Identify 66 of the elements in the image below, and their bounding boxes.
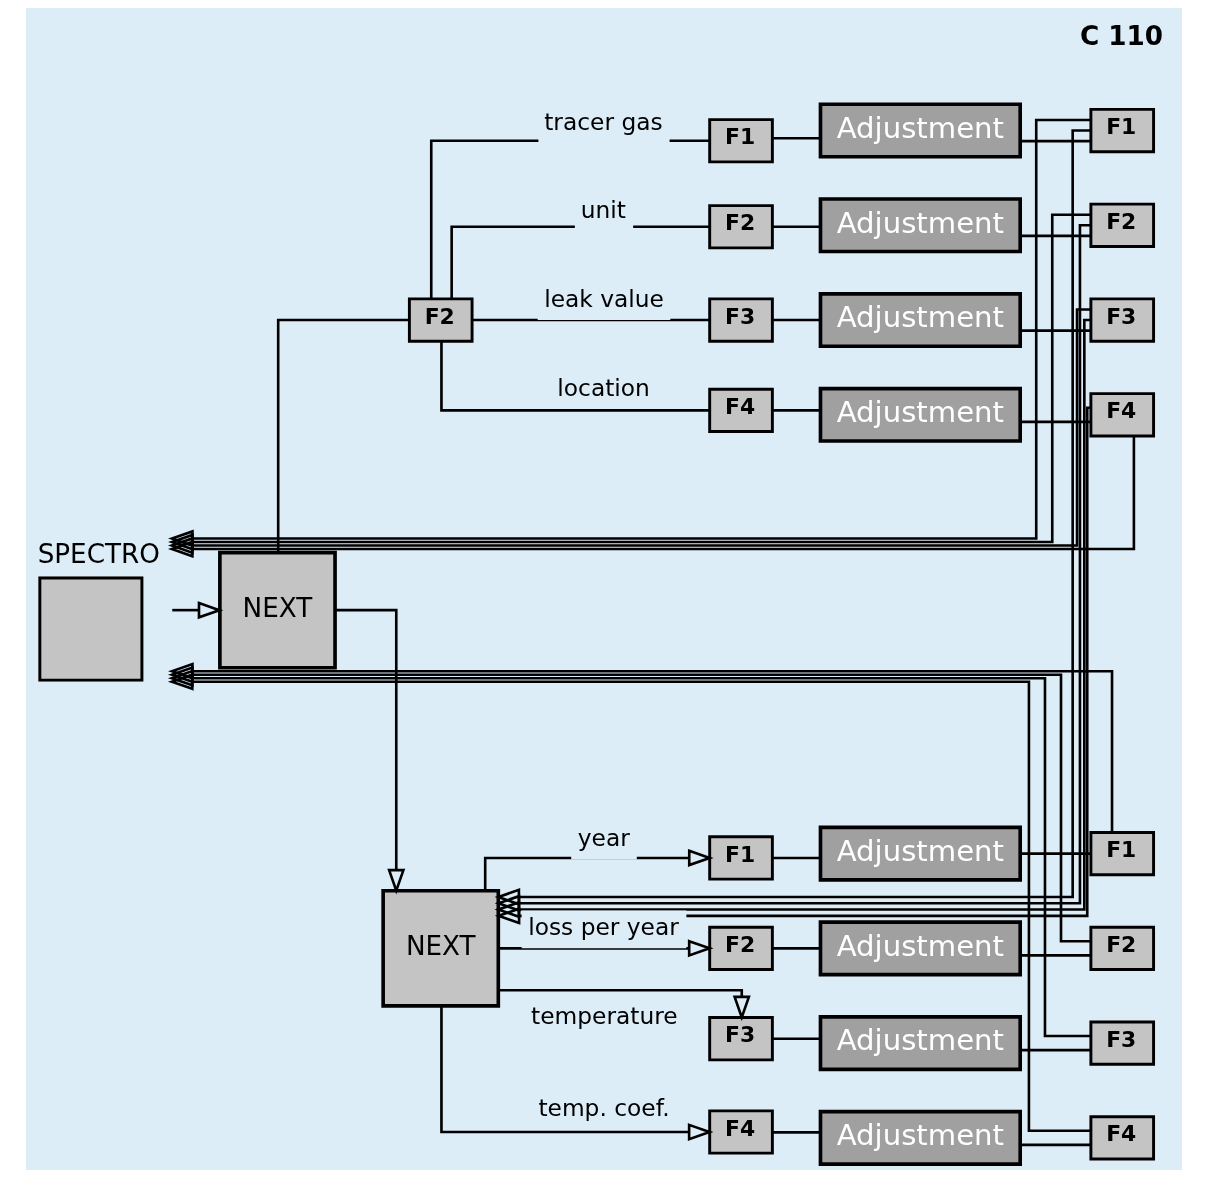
connector <box>772 1037 820 1041</box>
edge-label: location <box>556 373 650 401</box>
edge-label: leak value <box>543 284 664 312</box>
connector <box>772 1131 820 1134</box>
node-label: SPECTRO <box>37 538 160 569</box>
edge-label: temp. coef. <box>537 1093 670 1121</box>
node-box: NEXT <box>217 550 337 670</box>
connector <box>1020 852 1090 855</box>
node-box: F2 <box>707 925 774 971</box>
connector <box>1020 234 1090 238</box>
label: C 110 <box>1079 21 1163 52</box>
node-box: Adjustment <box>818 292 1022 349</box>
node-box: F2 <box>1088 202 1155 248</box>
connector <box>772 318 820 322</box>
arrow <box>171 601 223 620</box>
node-box: F3 <box>1088 297 1155 343</box>
node-box: F3 <box>1088 1020 1155 1066</box>
node-box: F2 <box>1088 925 1155 971</box>
node-box: F4 <box>707 387 774 433</box>
connector <box>772 947 820 950</box>
node-box: Adjustment <box>818 920 1022 977</box>
connector <box>1020 329 1090 332</box>
arrow <box>167 662 1113 832</box>
edge-label: temperature <box>530 1001 678 1029</box>
arrow <box>167 308 1091 555</box>
arrow <box>439 1005 713 1141</box>
node-box: F1 <box>707 835 774 881</box>
edge-label: unit <box>580 195 626 223</box>
node-box: F3 <box>707 1016 774 1062</box>
node-box: F4 <box>707 1109 774 1155</box>
node-box: F2 <box>707 204 774 250</box>
node-box: Adjustment <box>818 386 1022 443</box>
connector <box>276 318 409 553</box>
connector <box>1020 139 1090 143</box>
node-box: F4 <box>1088 392 1155 438</box>
connector <box>1020 1048 1090 1052</box>
arrow <box>167 118 1091 548</box>
arrow <box>167 436 1135 559</box>
node-box: Adjustment <box>818 1109 1022 1166</box>
node-box: NEXT <box>380 888 500 1008</box>
node-box: F1 <box>707 118 774 164</box>
connector <box>772 136 820 140</box>
connector <box>1020 1143 1090 1147</box>
node-box: Adjustment <box>818 1015 1022 1072</box>
arrow <box>334 608 405 895</box>
edge-label: loss per year <box>527 912 679 940</box>
edge-label: tracer gas <box>543 108 663 136</box>
node-box: F1 <box>1088 831 1155 877</box>
node-box: Adjustment <box>818 102 1022 159</box>
arrow <box>498 939 714 958</box>
arrow <box>167 665 1090 943</box>
connector <box>1020 420 1090 424</box>
node-box: Adjustment <box>818 197 1022 254</box>
node-box: Adjustment <box>818 825 1022 882</box>
node-box: F2 <box>407 297 474 343</box>
node-box: F3 <box>707 297 774 343</box>
connector <box>471 318 709 322</box>
arrow <box>167 213 1091 552</box>
connector <box>772 856 820 860</box>
connector <box>1020 954 1090 957</box>
node-box: F1 <box>1088 107 1155 154</box>
connector <box>772 225 820 229</box>
edge-label: year <box>577 824 630 851</box>
node-box: F4 <box>1088 1115 1155 1161</box>
connector <box>772 409 820 412</box>
arrow <box>498 988 751 1022</box>
